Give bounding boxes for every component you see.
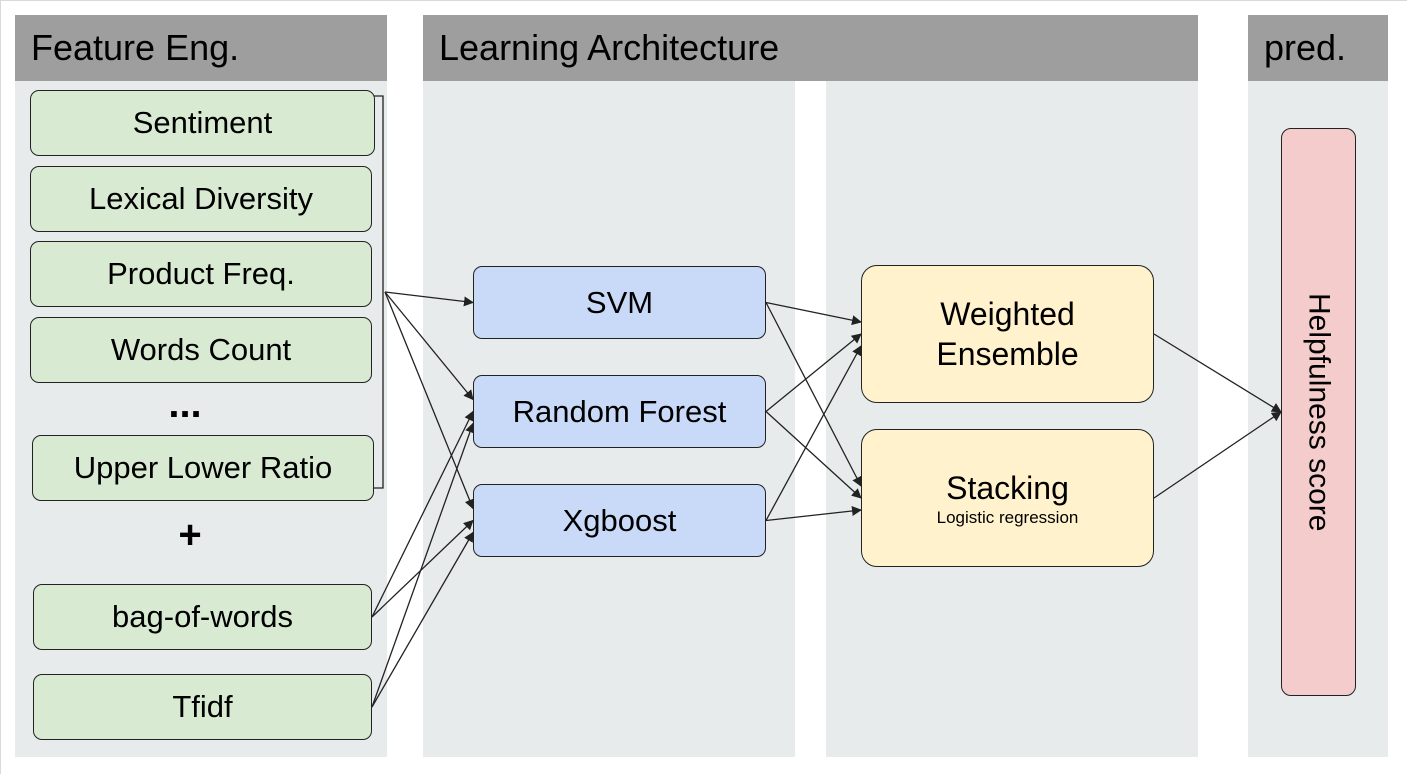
- edge-feature-bracket-to-svm: [384, 291, 474, 307]
- feature-bracket: [374, 95, 384, 489]
- edge-tfidf-to-random-forest: [371, 422, 475, 708]
- ensemble-stacking: Stacking Logistic regression: [861, 429, 1154, 567]
- ensemble-weighted-label-line2: Ensemble: [936, 336, 1079, 372]
- output-helpfulness-score: Helpfulness score: [1281, 128, 1356, 696]
- model-svm: SVM: [473, 266, 766, 339]
- edge-svm-to-stacking: [765, 302, 862, 487]
- feature-words-count-label: Words Count: [110, 332, 292, 367]
- edge-bag-of-words-to-xgboost: [371, 519, 474, 618]
- feature-tfidf-label: Tfidf: [172, 689, 233, 724]
- feature-product-freq: Product Freq.: [30, 241, 372, 307]
- edge-xgboost-to-weighted-ensemble: [765, 345, 862, 521]
- feature-tfidf: Tfidf: [33, 674, 372, 740]
- edge-xgboost-to-stacking: [765, 506, 862, 522]
- model-random-forest: Random Forest: [473, 375, 766, 448]
- model-xgboost-label: Xgboost: [562, 502, 677, 538]
- feature-lexical-diversity: Lexical Diversity: [30, 166, 372, 232]
- model-random-forest-label: Random Forest: [512, 393, 727, 429]
- feature-upper-lower-ratio-label: Upper Lower Ratio: [73, 450, 333, 485]
- ensemble-stacking-label: Stacking: [946, 470, 1069, 506]
- learning-column-header: Learning Architecture: [423, 15, 1198, 81]
- ensemble-stacking-sublabel: Logistic regression: [936, 508, 1079, 527]
- feature-upper-lower-ratio: Upper Lower Ratio: [32, 435, 374, 501]
- model-svm-label: SVM: [585, 284, 654, 320]
- feature-bag-of-words-label: bag-of-words: [112, 599, 293, 634]
- output-helpfulness-score-label: Helpfulness score: [1302, 292, 1336, 532]
- feature-words-count: Words Count: [30, 317, 372, 383]
- edge-group: [371, 291, 1282, 708]
- prediction-column-header: pred.: [1248, 15, 1388, 81]
- feature-lexical-diversity-label: Lexical Diversity: [89, 181, 313, 216]
- feature-product-freq-label: Product Freq.: [107, 256, 295, 291]
- feature-sentiment-label: Sentiment: [132, 105, 273, 140]
- model-xgboost: Xgboost: [473, 484, 766, 557]
- edge-stacking-to-helpfulness-score: [1153, 411, 1282, 499]
- feature-sentiment: Sentiment: [30, 90, 375, 156]
- edge-random-forest-to-weighted-ensemble: [765, 333, 862, 413]
- edge-feature-bracket-to-random-forest: [384, 291, 474, 401]
- ensemble-weighted: Weighted Ensemble: [861, 265, 1154, 403]
- edge-tfidf-to-xgboost: [371, 531, 474, 708]
- edge-random-forest-to-stacking: [765, 411, 862, 499]
- frame-left-border: [0, 0, 1, 774]
- feature-bag-of-words: bag-of-words: [33, 584, 372, 650]
- ensemble-weighted-label-line1: Weighted: [940, 296, 1075, 332]
- feature-ellipsis: ...: [168, 382, 202, 426]
- edge-bag-of-words-to-random-forest: [371, 410, 474, 618]
- edge-weighted-ensemble-to-helpfulness-score: [1153, 333, 1282, 413]
- feature-column-header: Feature Eng.: [15, 15, 387, 81]
- edge-feature-bracket-to-xgboost: [384, 291, 475, 510]
- edge-svm-to-weighted-ensemble: [765, 301, 862, 326]
- learning-column-ensembles: [826, 81, 1198, 757]
- feature-plus-sign: +: [178, 513, 202, 557]
- frame-top-border: [0, 0, 1407, 1]
